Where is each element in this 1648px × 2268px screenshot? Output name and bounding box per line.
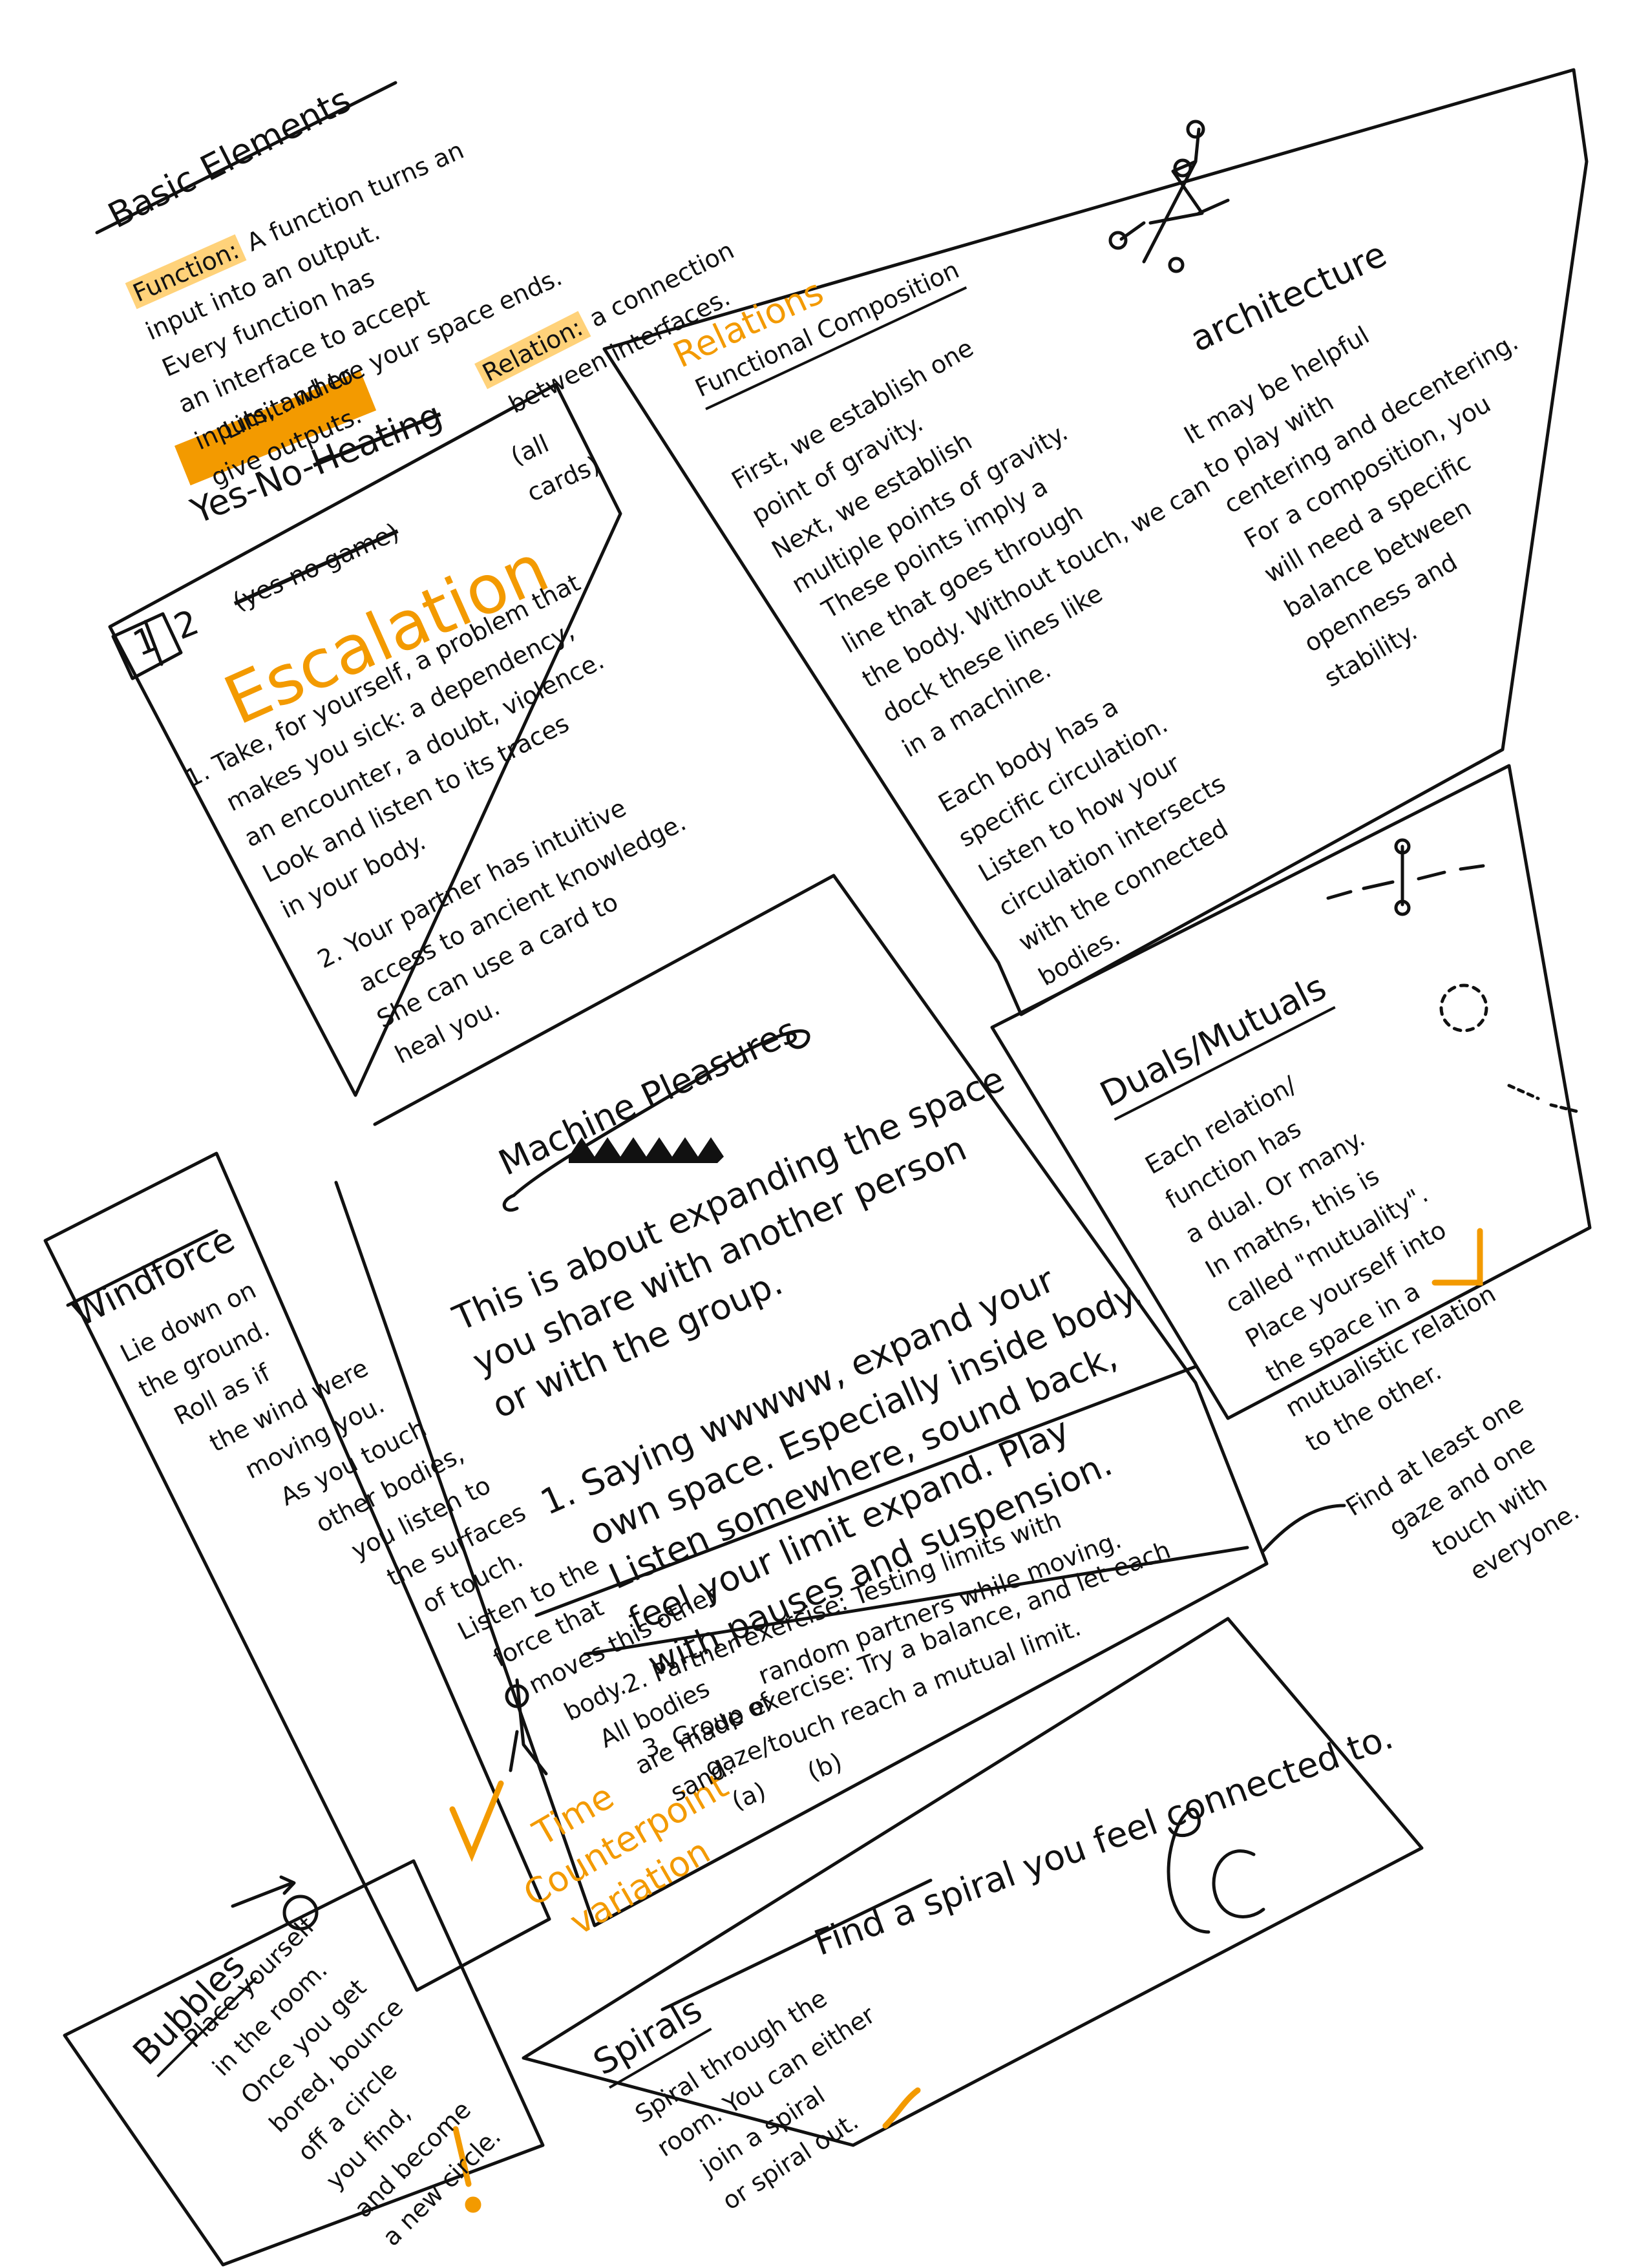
machine-divider-2 xyxy=(583,1546,1249,1656)
spiral-doodle xyxy=(1167,1807,1210,1934)
badge-2: 2 xyxy=(168,602,205,648)
spiral-squiggle xyxy=(882,2087,921,2129)
windforce-title-underline xyxy=(66,1229,218,1307)
escalation-card-frame xyxy=(108,383,622,1097)
windforce-doodle xyxy=(509,1678,548,1776)
basic-elements-underline xyxy=(95,81,397,235)
duals-card-frame xyxy=(990,764,1592,1420)
duals-corner-mark xyxy=(1431,1228,1483,1286)
machine-divider-1 xyxy=(534,1365,1198,1617)
spiral-doodle-2 xyxy=(1212,1849,1265,1918)
escalation-badge-numbers: 1 2 xyxy=(126,598,206,667)
escalation-badge-divider xyxy=(143,620,164,666)
note-b: (b) xyxy=(803,1747,847,1787)
duals-text: Each relation/ function has a dual. Or m… xyxy=(1140,1070,1501,1458)
spiral-card-frame xyxy=(522,1617,1424,2147)
relations-card-frame xyxy=(602,68,1589,1016)
duals-dashes xyxy=(1326,864,1485,900)
windforce-card-frame xyxy=(43,1151,551,1992)
duals-dotted-circle xyxy=(1439,983,1488,1033)
side-note-pointer xyxy=(1262,1504,1346,1553)
machine-swirl-end xyxy=(502,1193,519,1212)
bubbles-card-frame xyxy=(63,1859,545,2267)
machine-card-frame xyxy=(334,874,1269,1927)
windforce-check xyxy=(449,1780,504,1862)
architecture-sketch xyxy=(1119,127,1230,264)
badge-1: 1 xyxy=(127,618,164,665)
duals-trail xyxy=(1507,1084,1579,1113)
spiral-divider xyxy=(660,1878,933,2011)
bubbles-exclaim xyxy=(452,2126,472,2187)
machine-zigzag xyxy=(569,1137,724,1163)
bubbles-arrow xyxy=(231,1875,296,1908)
yes-no-highlight xyxy=(174,370,377,486)
